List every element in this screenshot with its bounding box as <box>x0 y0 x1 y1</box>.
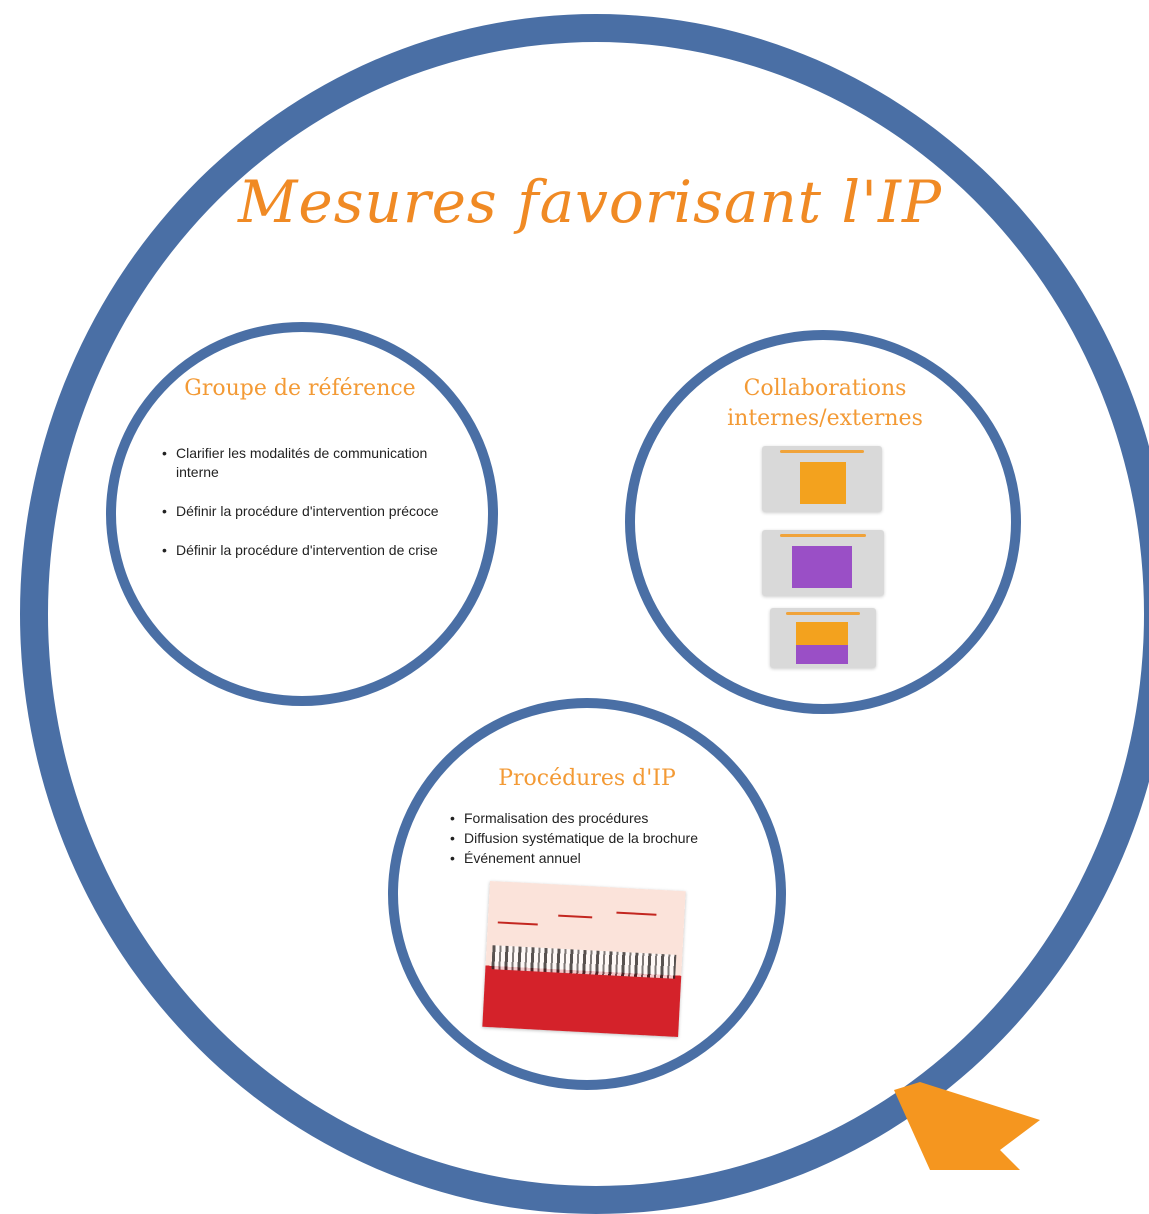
illustration-image[interactable] <box>482 880 686 1038</box>
page-title: Mesures favorisant l'IP <box>238 168 942 236</box>
list-item: Formalisation des procédures <box>450 808 750 828</box>
illustration-annotation <box>558 914 593 919</box>
list-item: Diffusion systématique de la brochure <box>450 828 750 848</box>
illustration-annotation <box>497 921 538 926</box>
list-item: Clarifier les modalités de communication… <box>162 444 472 482</box>
thumbnail-image <box>800 462 846 504</box>
procedures-list: Formalisation des procédures Diffusion s… <box>450 808 750 868</box>
slide-thumbnail[interactable] <box>762 530 884 596</box>
procedures-title: Procédures d'IP <box>498 766 676 791</box>
thumbnail-image <box>796 622 848 664</box>
groupe-reference-title: Groupe de référence <box>184 376 416 401</box>
thumbnail-caption <box>770 612 876 616</box>
collaborations-title: Collaborations internes/externes <box>690 374 960 434</box>
list-item: Définir la procédure d'intervention préc… <box>162 502 472 521</box>
collaborations-title-line2: internes/externes <box>727 406 923 431</box>
thumbnail-caption <box>762 534 884 538</box>
thumbnail-image <box>792 546 852 588</box>
groupe-reference-list: Clarifier les modalités de communication… <box>162 444 472 580</box>
list-item: Définir la procédure d'intervention de c… <box>162 541 472 560</box>
list-item: Événement annuel <box>450 848 750 868</box>
thumbnail-caption <box>762 450 882 454</box>
illustration-crowd-drawing <box>491 945 677 979</box>
collaborations-title-line1: Collaborations <box>743 376 907 401</box>
slide-thumbnail[interactable] <box>762 446 882 512</box>
illustration-annotation <box>616 911 657 916</box>
slide-thumbnail[interactable] <box>770 608 876 668</box>
orange-arrow-icon <box>894 1082 1040 1170</box>
